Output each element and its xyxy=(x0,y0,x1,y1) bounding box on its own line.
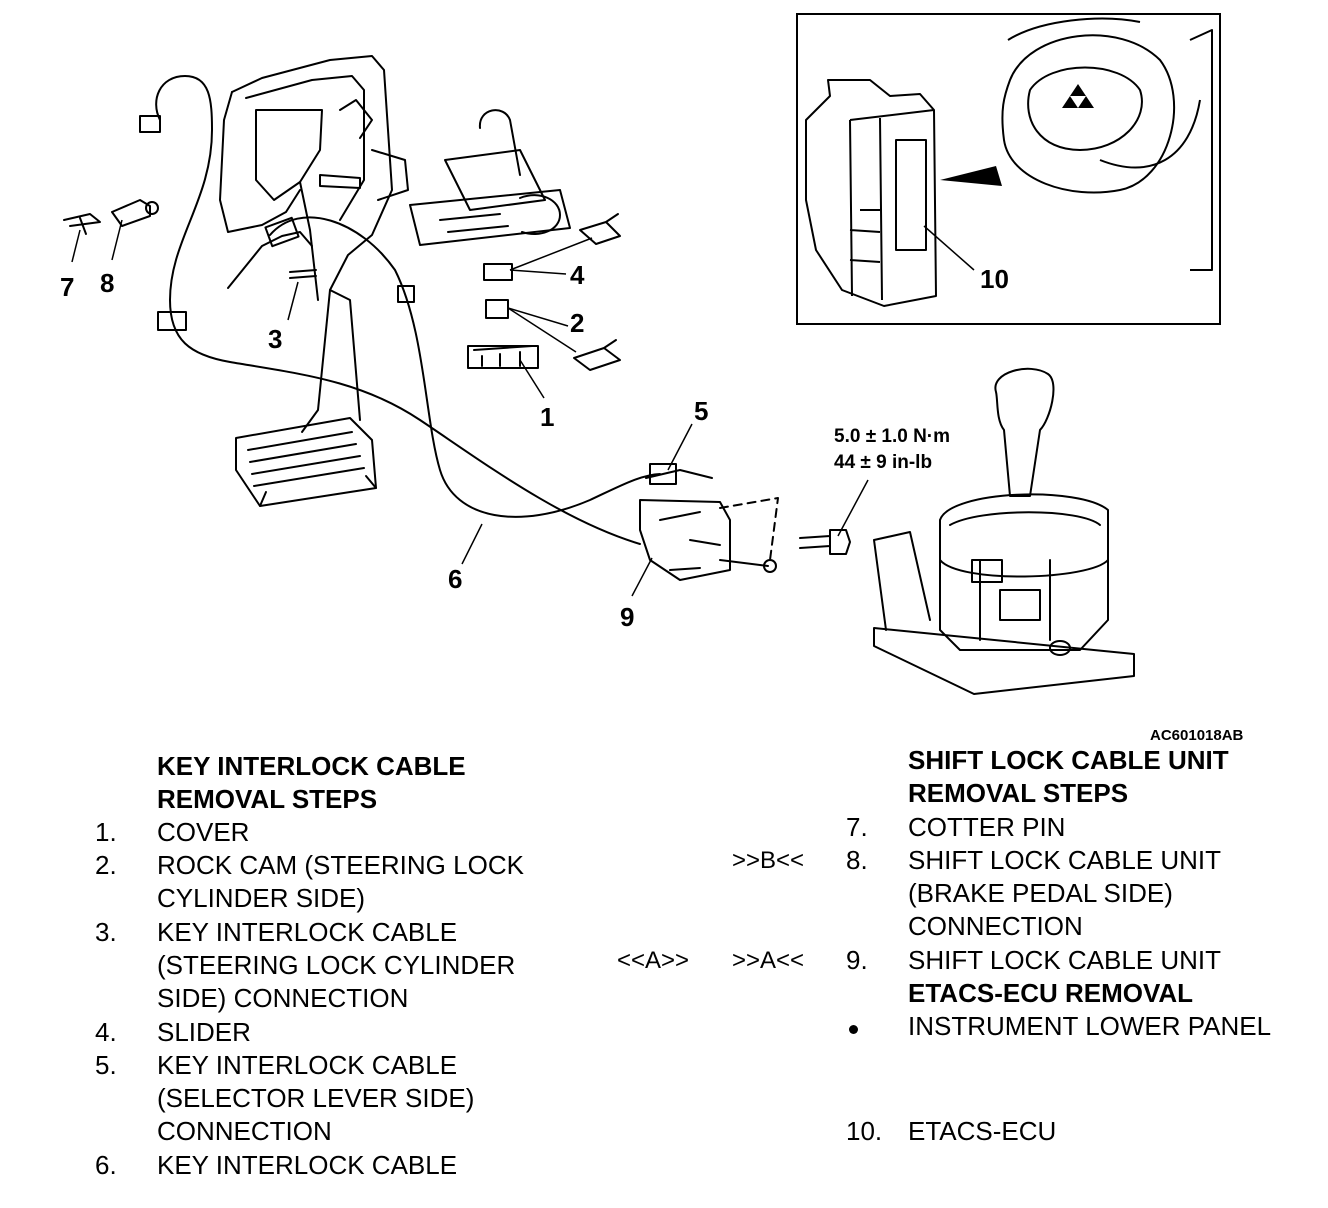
step-number: 10. xyxy=(846,1116,883,1146)
figure-id: AC601018AB xyxy=(1150,727,1244,740)
step-label: SHIFT LOCK CABLE UNIT xyxy=(908,945,1222,975)
key-interlock-heading-line2: REMOVAL STEPS xyxy=(157,784,378,814)
shift-lock-cable-drawing xyxy=(155,75,641,545)
step-label: KEY INTERLOCK CABLE xyxy=(157,1050,458,1080)
callout-7: 7 xyxy=(60,272,74,302)
callout-1: 1 xyxy=(540,402,554,432)
step-label: ROCK CAM (STEERING LOCK xyxy=(157,850,524,880)
callout-4: 4 xyxy=(570,260,585,290)
installation-mark-b: >>B<< xyxy=(732,847,805,874)
step-label: SIDE) CONNECTION xyxy=(157,983,409,1013)
step-label: (BRAKE PEDAL SIDE) xyxy=(908,878,1173,908)
etacs-heading: ETACS-ECU REMOVAL xyxy=(908,978,1194,1008)
step-number: 1. xyxy=(95,817,117,847)
step-number: 3. xyxy=(95,917,117,947)
selector-lever-assembly-drawing xyxy=(873,367,1135,695)
callout-2: 2 xyxy=(570,308,584,338)
callout-9: 9 xyxy=(620,602,634,632)
step-label: COTTER PIN xyxy=(908,812,1066,842)
key-interlock-cable-drawing xyxy=(269,216,661,518)
shift-lock-unit-drawing xyxy=(639,499,731,581)
torque-spec-imperial: 44 ± 9 in-lb xyxy=(834,452,932,473)
etacs-ecu-inset-frame xyxy=(796,13,1221,325)
step-label: KEY INTERLOCK CABLE xyxy=(157,917,458,947)
mounting-bolt-drawing xyxy=(799,529,851,555)
step-number: 7. xyxy=(846,812,868,842)
torque-spec-metric: 5.0 ± 1.0 N·m xyxy=(834,426,950,447)
step-number: 6. xyxy=(95,1150,117,1180)
step-number: 9. xyxy=(846,945,868,975)
etacs-prereq-label: INSTRUMENT LOWER PANEL xyxy=(908,1011,1272,1041)
step-number: 8. xyxy=(846,845,868,875)
step-label: (SELECTOR LEVER SIDE) xyxy=(157,1083,475,1113)
etacs-ecu-module-drawing xyxy=(805,79,937,307)
removal-mark-a: <<A>> xyxy=(617,947,690,974)
shift-lock-heading-line2: REMOVAL STEPS xyxy=(908,778,1129,808)
step-label: CYLINDER SIDE) xyxy=(157,883,366,913)
step-label: SHIFT LOCK CABLE UNIT xyxy=(908,845,1222,875)
step-label: (STEERING LOCK CYLINDER xyxy=(157,950,516,980)
callout-8: 8 xyxy=(100,268,114,298)
exploded-view-illustration: 1 2 3 4 5 6 7 8 9 10 5.0 ± 1.0 N·m 44 ± … xyxy=(60,13,1244,740)
steering-lock-cylinder-drawing xyxy=(409,109,571,246)
slider-part-drawing xyxy=(483,263,513,281)
step-label: CONNECTION xyxy=(908,911,1083,941)
step-number: 4. xyxy=(95,1017,117,1047)
brake-pedal-pad-drawing xyxy=(235,417,377,507)
step-label: COVER xyxy=(157,817,250,847)
step-number: 2. xyxy=(95,850,117,880)
step-label: CONNECTION xyxy=(157,1116,332,1146)
shift-lock-heading-line1: SHIFT LOCK CABLE UNIT xyxy=(908,745,1229,775)
step-label: ETACS-ECU xyxy=(908,1116,1057,1146)
callout-6: 6 xyxy=(448,564,462,594)
key-interlock-heading-line1: KEY INTERLOCK CABLE xyxy=(157,751,466,781)
callout-10: 10 xyxy=(980,264,1009,294)
cover-part-drawing xyxy=(467,345,539,369)
callout-5: 5 xyxy=(694,396,708,426)
bullet-icon xyxy=(849,1025,858,1034)
step-label: SLIDER xyxy=(157,1017,251,1047)
rock-cam-part-drawing xyxy=(485,299,509,319)
step-label: KEY INTERLOCK CABLE xyxy=(157,1150,458,1180)
steering-wheel-drawing xyxy=(1001,34,1175,194)
pedal-bracket-drawing xyxy=(219,55,409,433)
installation-mark-a: >>A<< xyxy=(732,947,805,974)
callout-3: 3 xyxy=(268,324,282,354)
step-number: 5. xyxy=(95,1050,117,1080)
